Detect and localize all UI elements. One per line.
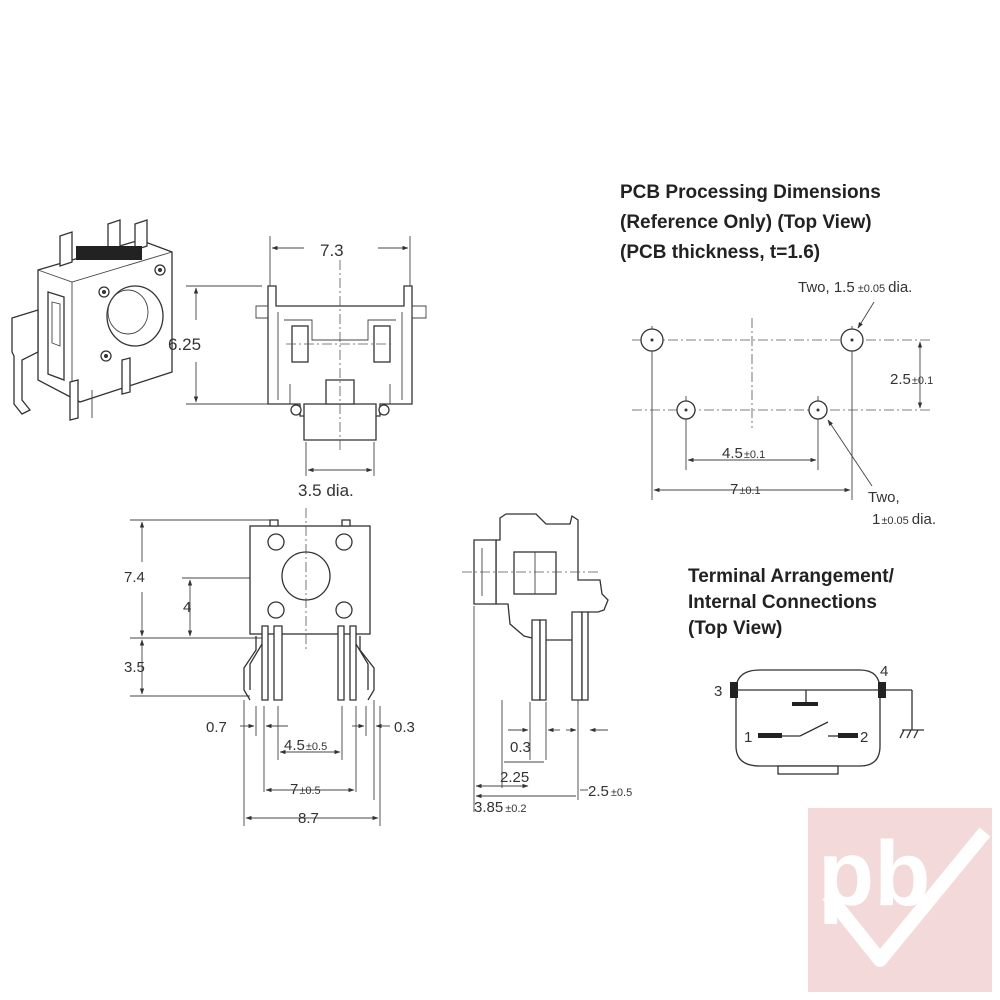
small-holes-label-2: 1±0.05 dia. — [872, 511, 936, 528]
front-inner-pitch-value: 4.5 — [284, 737, 305, 754]
front-inner-pitch-tol: ±0.5 — [306, 741, 327, 753]
side-offset-2-value: 3.85 — [474, 799, 503, 816]
actuator-diameter-label: 3.5 dia. — [298, 481, 354, 500]
watermark-text: pb — [818, 823, 930, 925]
perspective-view — [11, 219, 173, 421]
pcb-title-line3: (PCB thickness, t=1.6) — [620, 242, 820, 263]
pin-width-left-label: 0.7 — [206, 719, 227, 736]
top-width-label: 7.3 — [320, 241, 344, 260]
side-pin-pitch-label: 2.5±0.5 — [588, 783, 632, 800]
terminal-pin-2: 2 — [860, 729, 868, 746]
top-height-label: 6.25 — [168, 335, 201, 354]
pcb-inner-pitch-value: 4.5 — [722, 445, 743, 462]
terminal-section: Terminal Arrangement/ Internal Connectio… — [688, 566, 924, 775]
overall-width-label: 8.7 — [298, 810, 319, 827]
large-holes-tol: ±0.05 — [858, 283, 885, 295]
small-holes-label-1: Two, — [868, 489, 900, 506]
terminal-title-line1: Terminal Arrangement/ — [688, 566, 895, 587]
pcb-inner-pitch-tol: ±0.1 — [744, 449, 765, 461]
terminal-pin-3: 3 — [714, 683, 722, 700]
watermark-logo: pb — [808, 808, 992, 992]
front-inner-pitch-label: 4.5±0.5 — [284, 737, 327, 754]
pcb-inner-pitch-label: 4.5±0.1 — [722, 445, 765, 462]
pin-width-right-label: 0.3 — [394, 719, 415, 736]
pin-length-label: 3.5 — [124, 659, 145, 676]
terminal-title-line2: Internal Connections — [688, 592, 877, 613]
front-view: 7.4 4 3.5 0.7 0.3 — [124, 508, 415, 827]
internal-connection-diagram: 3 4 1 2 — [714, 663, 924, 775]
watermark-check-icon — [822, 827, 991, 967]
pcb-outer-pitch-tol: ±0.1 — [739, 485, 760, 497]
small-holes-unit: dia. — [912, 511, 936, 528]
side-offset-2-label: 3.85±0.2 — [474, 799, 527, 816]
side-offset-1-label: 2.25 — [500, 769, 529, 786]
pcb-title-line1: PCB Processing Dimensions — [620, 182, 881, 203]
top-view: 7.3 6.25 3.5 dia. — [168, 236, 427, 500]
side-pin-pitch-tol: ±0.5 — [611, 787, 632, 799]
front-outer-pitch-value: 7 — [290, 781, 298, 798]
large-holes-text: Two, 1.5 — [798, 279, 855, 296]
pcb-outer-pitch-value: 7 — [730, 481, 738, 498]
side-pin-thickness-label: 0.3 — [510, 739, 531, 756]
pcb-vertical-pitch-tol: ±0.1 — [912, 375, 933, 387]
front-outer-pitch-label: 7±0.5 — [290, 781, 321, 798]
pcb-section: PCB Processing Dimensions (Reference Onl… — [620, 182, 936, 528]
side-offset-2-tol: ±0.2 — [505, 803, 526, 815]
small-holes-value: 1 — [872, 511, 880, 528]
pcb-vertical-pitch-value: 2.5 — [890, 371, 911, 388]
large-holes-unit: dia. — [888, 279, 912, 296]
pcb-vertical-pitch-label: 2.5±0.1 — [890, 371, 933, 388]
small-holes-tol: ±0.05 — [881, 515, 908, 527]
side-pin-pitch-value: 2.5 — [588, 783, 609, 800]
actuator-height-label: 4 — [183, 599, 191, 616]
terminal-title-line3: (Top View) — [688, 618, 782, 639]
terminal-pin-1: 1 — [744, 729, 752, 746]
pcb-title-line2: (Reference Only) (Top View) — [620, 212, 872, 233]
body-height-label: 7.4 — [124, 569, 145, 586]
terminal-pin-4: 4 — [880, 663, 888, 680]
front-outer-pitch-tol: ±0.5 — [299, 785, 320, 797]
side-view: 0.3 2.25 3.85±0.2 2.5±0.5 — [462, 513, 632, 816]
pcb-outer-pitch-label: 7±0.1 — [730, 481, 761, 498]
